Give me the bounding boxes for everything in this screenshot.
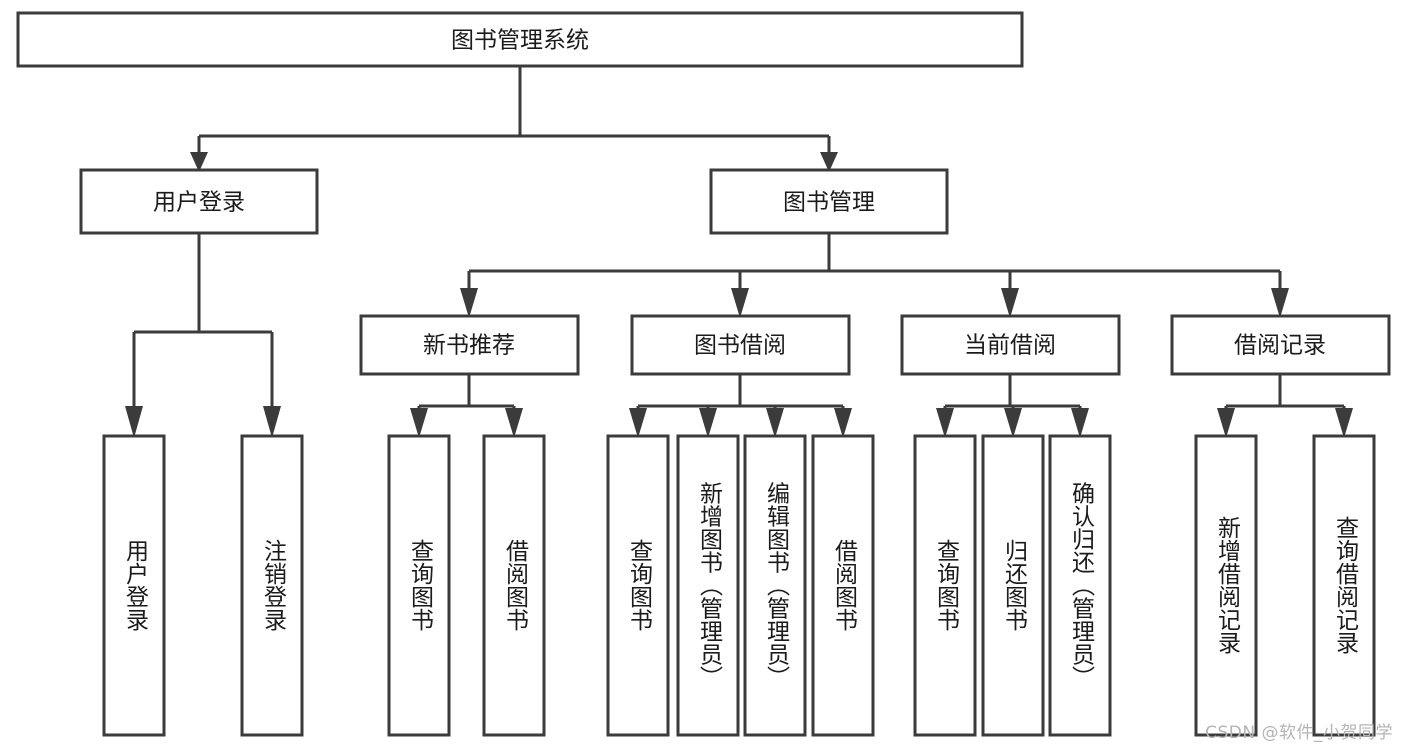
connector-group-new-book-rec <box>410 374 523 438</box>
node-user-login-label: 用户登录 <box>153 190 245 216</box>
connector-group-book-borrow <box>629 374 852 438</box>
node-leaf-query-record-label: 查询借阅记录 <box>1332 516 1360 654</box>
node-book-borrow-label: 图书借阅 <box>694 333 786 359</box>
node-leaf-edit-book-label: 编辑图书（管理员） <box>763 482 791 689</box>
node-leaf-return-book[interactable]: 归还图书 <box>981 434 1045 737</box>
node-root-label: 图书管理系统 <box>451 28 589 54</box>
node-leaf-confirm-return-label: 确认归还（管理员） <box>1068 482 1096 689</box>
connector-group-current-borrow <box>936 374 1089 438</box>
node-root[interactable]: 图书管理系统 <box>16 11 1024 68</box>
node-leaf-borrow-book-rec-label: 借阅图书 <box>502 539 530 631</box>
arrow-head-leaf-return-book <box>1004 408 1022 438</box>
node-leaf-user-login-box[interactable] <box>102 434 166 737</box>
node-leaf-query-book-cur-box[interactable] <box>913 434 977 737</box>
node-leaf-borrow-book-label: 借阅图书 <box>831 539 859 631</box>
arrow-head-new-book-rec <box>460 288 478 318</box>
node-root-box[interactable] <box>16 11 1024 68</box>
arrow-head-leaf-borrow-book <box>834 408 852 438</box>
node-book-manage-label: 图书管理 <box>783 190 875 216</box>
node-borrow-record-label: 借阅记录 <box>1234 333 1326 359</box>
node-leaf-borrow-book-rec-box[interactable] <box>482 434 546 737</box>
node-leaf-borrow-book[interactable]: 借阅图书 <box>811 434 875 737</box>
node-leaf-query-book-rec-box[interactable] <box>387 434 451 737</box>
arrow-head-leaf-borrow-book-rec <box>505 408 523 438</box>
node-leaf-query-book-bor-box[interactable] <box>606 434 670 737</box>
arrow-head-leaf-confirm-return <box>1071 408 1089 438</box>
arrow-head-user-login <box>190 152 208 172</box>
arrow-head-leaf-add-book <box>699 408 717 438</box>
node-borrow-record-box[interactable] <box>1170 314 1391 376</box>
arrow-head-leaf-edit-book <box>766 408 784 438</box>
node-user-login[interactable]: 用户登录 <box>79 168 319 235</box>
node-borrow-record[interactable]: 借阅记录 <box>1170 314 1391 376</box>
arrow-head-borrow-record <box>1271 288 1289 318</box>
node-book-manage-box[interactable] <box>709 168 949 235</box>
node-leaf-add-book-box[interactable] <box>676 434 740 737</box>
node-leaf-add-record-label: 新增借阅记录 <box>1214 516 1242 654</box>
node-leaf-query-book-rec[interactable]: 查询图书 <box>387 434 451 737</box>
node-new-book-rec-label: 新书推荐 <box>423 333 515 359</box>
arrow-head-leaf-query-book-bor <box>629 408 647 438</box>
node-leaf-borrow-book-box[interactable] <box>811 434 875 737</box>
node-leaf-user-login[interactable]: 用户登录 <box>102 434 166 737</box>
node-leaf-edit-book[interactable]: 编辑图书（管理员） <box>743 434 807 737</box>
node-leaf-return-book-box[interactable] <box>981 434 1045 737</box>
node-leaf-user-logout[interactable]: 注销登录 <box>240 434 304 737</box>
arrow-head-leaf-add-record <box>1217 408 1235 438</box>
node-leaf-add-record-box[interactable] <box>1194 434 1258 737</box>
node-leaf-add-record[interactable]: 新增借阅记录 <box>1194 434 1258 737</box>
node-leaf-user-logout-box[interactable] <box>240 434 304 737</box>
node-new-book-rec[interactable]: 新书推荐 <box>359 314 580 376</box>
node-leaf-return-book-label: 归还图书 <box>1001 539 1029 631</box>
node-leaf-query-book-bor[interactable]: 查询图书 <box>606 434 670 737</box>
connector-group-book-manage <box>460 233 1289 318</box>
arrow-head-leaf-query-book-rec <box>410 408 428 438</box>
node-leaf-query-book-cur[interactable]: 查询图书 <box>913 434 977 737</box>
connector-group-borrow-record <box>1217 374 1353 438</box>
node-leaf-edit-book-box[interactable] <box>743 434 807 737</box>
node-book-manage[interactable]: 图书管理 <box>709 168 949 235</box>
node-user-login-box[interactable] <box>79 168 319 235</box>
arrow-head-leaf-query-book-cur <box>936 408 954 438</box>
node-leaf-query-book-cur-label: 查询图书 <box>933 539 961 631</box>
node-current-borrow-box[interactable] <box>900 314 1121 376</box>
arrow-head-book-borrow <box>731 288 749 318</box>
node-new-book-rec-box[interactable] <box>359 314 580 376</box>
node-leaf-query-book-bor-label: 查询图书 <box>626 539 654 631</box>
node-current-borrow[interactable]: 当前借阅 <box>900 314 1121 376</box>
node-leaf-user-logout-label: 注销登录 <box>260 539 288 631</box>
node-leaf-query-record[interactable]: 查询借阅记录 <box>1312 434 1376 737</box>
node-leaf-confirm-return-box[interactable] <box>1048 434 1112 737</box>
node-leaf-query-record-box[interactable] <box>1312 434 1376 737</box>
arrow-head-leaf-user-login <box>125 406 143 438</box>
node-leaf-borrow-book-rec[interactable]: 借阅图书 <box>482 434 546 737</box>
node-leaf-add-book-label: 新增图书（管理员） <box>696 482 724 689</box>
node-leaf-add-book[interactable]: 新增图书（管理员） <box>676 434 740 737</box>
node-book-borrow-box[interactable] <box>630 314 851 376</box>
node-leaf-user-login-label: 用户登录 <box>122 539 150 631</box>
arrow-head-book-manage <box>820 152 838 172</box>
connector-group-root <box>190 66 838 172</box>
arrow-head-leaf-query-record <box>1335 408 1353 438</box>
node-leaf-query-book-rec-label: 查询图书 <box>407 539 435 631</box>
node-current-borrow-label: 当前借阅 <box>964 333 1056 359</box>
node-leaf-confirm-return[interactable]: 确认归还（管理员） <box>1048 434 1112 737</box>
connector-group-user-login <box>125 233 281 438</box>
arrow-head-current-borrow <box>1001 288 1019 318</box>
arrow-head-leaf-user-logout <box>263 406 281 438</box>
node-book-borrow[interactable]: 图书借阅 <box>630 314 851 376</box>
